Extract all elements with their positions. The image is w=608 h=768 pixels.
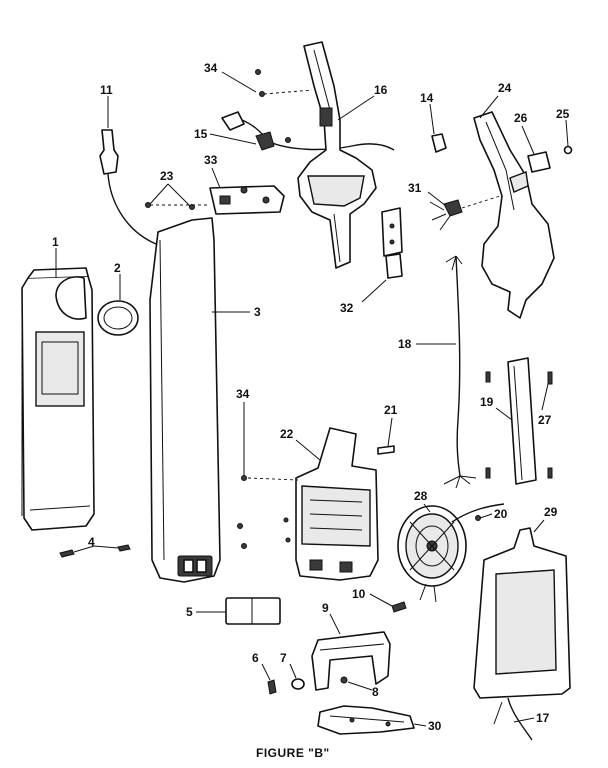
part-26-label — [527, 151, 551, 173]
part-3-bag-housing — [149, 217, 221, 583]
part-32-spacer — [381, 207, 403, 279]
part-15-cord — [221, 111, 395, 151]
callout-11: 11 — [100, 83, 113, 97]
part-14-nut — [431, 133, 447, 153]
part-29-base-plate — [473, 527, 571, 741]
part-34-screws-upper — [255, 69, 313, 97]
part-10-screw — [391, 601, 407, 613]
callout-26: 26 — [514, 111, 528, 125]
callout-34-lower: 34 — [236, 387, 250, 401]
callout-28: 28 — [414, 489, 428, 503]
callout-5: 5 — [186, 605, 193, 619]
callout-21: 21 — [384, 403, 398, 417]
callout-10: 10 — [352, 587, 366, 601]
part-30-base-bracket — [317, 705, 415, 735]
callout-14: 14 — [420, 91, 434, 105]
callout-9: 9 — [322, 601, 329, 615]
callout-25: 25 — [556, 107, 570, 121]
figure-caption: FIGURE "B" — [256, 746, 330, 760]
callout-18: 18 — [398, 337, 412, 351]
part-1-bag-cover — [21, 267, 95, 531]
part-11-clip — [99, 129, 157, 245]
part-28-motor — [397, 503, 505, 603]
callout-4: 4 — [88, 535, 95, 549]
callout-32: 32 — [340, 301, 354, 315]
part-18-wire-harness — [443, 255, 477, 489]
part-2-ring — [97, 300, 139, 336]
callout-33: 33 — [204, 153, 218, 167]
callout-1: 1 — [52, 235, 59, 249]
callout-22: 22 — [280, 427, 294, 441]
part-6-screw — [267, 679, 277, 695]
callout-15: 15 — [194, 127, 208, 141]
callout-16: 16 — [374, 83, 388, 97]
part-25-screw — [563, 145, 573, 155]
part-8-screw — [340, 676, 348, 684]
part-20-screw — [475, 515, 481, 521]
callout-labels: 1 2 3 4 5 6 7 8 9 10 11 14 15 16 17 18 1… — [52, 61, 570, 733]
part-34-screws-lower — [237, 475, 299, 549]
part-31-switch — [429, 195, 501, 231]
callout-6: 6 — [252, 651, 259, 665]
callout-27: 27 — [538, 413, 552, 427]
callout-30: 30 — [428, 719, 442, 733]
part-22-motor-housing — [295, 427, 379, 581]
part-27-screws — [485, 371, 553, 479]
callout-8: 8 — [372, 685, 379, 699]
callout-2: 2 — [114, 261, 121, 275]
part-21-pin — [377, 445, 395, 455]
part-7-wheel — [291, 678, 305, 690]
part-9-bracket — [311, 631, 391, 691]
leader-lines — [55, 71, 569, 723]
part-19-channel — [507, 357, 537, 485]
callout-24: 24 — [498, 81, 512, 95]
callout-31: 31 — [408, 181, 422, 195]
callout-19: 19 — [480, 395, 494, 409]
part-5-filter — [225, 597, 281, 625]
part-4-screws — [59, 544, 131, 558]
part-23-screws — [145, 202, 210, 210]
callout-29: 29 — [544, 505, 558, 519]
part-33-bracket — [209, 185, 285, 215]
callout-34-upper: 34 — [204, 61, 218, 75]
part-24-front-cover — [473, 111, 555, 319]
callout-23: 23 — [160, 169, 174, 183]
part-16-handle — [285, 41, 377, 269]
callout-7: 7 — [280, 651, 287, 665]
callout-3: 3 — [254, 305, 261, 319]
callout-20: 20 — [494, 507, 508, 521]
callout-17: 17 — [536, 711, 550, 725]
